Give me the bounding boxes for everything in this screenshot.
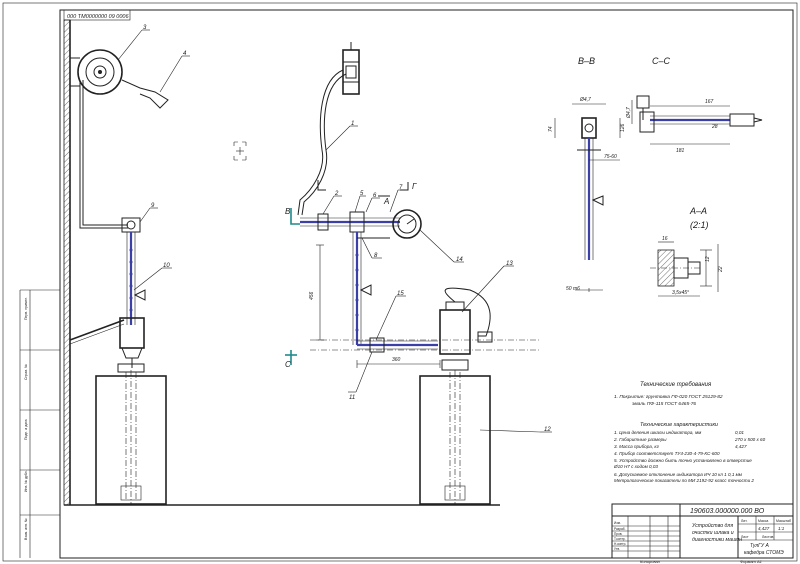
view-bb: В–В [554, 56, 621, 292]
title-row-4: Н.контр. [614, 542, 626, 546]
callout-8: 8 [374, 253, 378, 259]
tech-char-5b: Ø10 Н7 с ходом 0,03 [613, 464, 658, 469]
tech-char-3: 3. Масса прибора, кг [614, 444, 660, 449]
rotated-stamp-box [63, 9, 131, 21]
dim-cc-28: 28 [711, 124, 718, 130]
margin-label-0: Перв. примен. [24, 297, 28, 320]
section-mark-a: А [383, 197, 389, 206]
title-org2: кафедра СТОМЭ [744, 550, 784, 556]
dim-aa-16: 16 [662, 236, 668, 242]
title-row-3: Т.контр. [614, 537, 626, 541]
section-mark-c: С [285, 360, 291, 369]
inner-frame [59, 9, 794, 559]
dim-cc-4-7: Ø4,7 [626, 107, 632, 119]
title-sheets: Листов [762, 535, 774, 539]
title-sheet: Лист [741, 535, 749, 539]
callout-2: 2 [334, 191, 339, 197]
view-aa: А–А (2:1) [650, 206, 719, 297]
callouts: 3 4 9 10 1 2 5 6 7 8 14 15 11 13 12 [117, 25, 552, 433]
margin-label-3: Инв. № дубл. [24, 470, 28, 492]
callout-13: 13 [506, 261, 513, 267]
dim-aa-22: 22 [718, 266, 724, 273]
title-scale: Масштаб [776, 519, 791, 523]
callout-1: 1 [351, 121, 354, 127]
left-margin-strip [19, 289, 60, 558]
title-lit: Лит. [741, 519, 747, 523]
dim-360: 360 [392, 357, 401, 363]
crosshair-icon [233, 141, 247, 161]
dim-bb-126: 126 [620, 123, 626, 132]
dim-bb-74: 74 [548, 126, 554, 132]
tech-req-1: 1. Покрытие: грунтовка ГФ-020 ГОСТ 25129… [614, 394, 723, 400]
rotated-stamp-text: 000 ТМ0000000 09 0006 [67, 14, 129, 20]
callout-7: 7 [399, 185, 403, 191]
view-aa-scale: (2:1) [690, 220, 709, 230]
tech-char-2: 2. Габаритные размеры [613, 437, 667, 442]
title-row-2: Пров. [614, 532, 623, 536]
tech-char-2v: 270 х 500 х 60 [734, 437, 766, 442]
callout-10: 10 [163, 263, 170, 269]
title-row-1: Разраб. [614, 527, 626, 531]
callout-14: 14 [456, 257, 463, 263]
callout-4: 4 [183, 51, 187, 57]
section-mark-g: Г [412, 182, 417, 191]
callout-15: 15 [397, 291, 404, 297]
margin-label-4: Взам. инв. № [24, 518, 28, 540]
callout-5: 5 [360, 191, 364, 197]
middle-assembly [285, 42, 540, 505]
tech-notes: Технические требования 1. Покрытие: грун… [613, 382, 766, 483]
callout-6: 6 [373, 193, 377, 199]
tech-char-6: 6. Допускаемое отклонение индикатора ИЧ … [614, 472, 743, 477]
tech-char-7: Метрологические показатели по МИ 2192-92… [614, 478, 754, 483]
dim-bb-50-m6: 50 m6 [566, 286, 580, 292]
title-doc-code: 190603.000000.000 ВО [690, 508, 765, 515]
tech-req-title: Технические требования [640, 382, 712, 388]
dim-456: 456 [309, 291, 315, 300]
tech-char-1: 1. Цена деления шкалы индикатора, мм [614, 430, 702, 435]
tech-char-3v: 4,427 [735, 444, 747, 449]
callout-12: 12 [544, 427, 551, 433]
title-org1: ТулГУ А [750, 543, 769, 549]
copied-label: Копировал [640, 559, 661, 564]
dim-bb-4-7: Ø4,7 [579, 97, 591, 103]
callout-11: 11 [349, 395, 355, 401]
title-row-5: Утв. [614, 547, 620, 551]
margin-label-1: Справ. № [24, 364, 28, 380]
title-name-3: диагностики машин [692, 537, 742, 543]
dim-aa-12: 12 [705, 256, 711, 262]
title-mass-val: 4,427 [758, 526, 770, 531]
section-mark-b: В [285, 207, 291, 216]
title-scale-val: 1:1 [778, 526, 785, 531]
view-cc-label: С–С [652, 56, 671, 66]
dim-aa-35: 3,5x45° [672, 290, 689, 296]
tech-req-1b: эмаль ПФ-115 ГОСТ 6465-76 [632, 401, 696, 407]
title-name-2: очистки шлака и [692, 530, 734, 536]
title-block: 190603.000000.000 ВО Устройство для очис… [611, 503, 794, 559]
view-aa-label: А–А [689, 206, 707, 216]
tech-char-5: 5. Устройство должно быть точно установл… [614, 457, 752, 463]
margin-label-2: Подп. и дата [24, 419, 28, 440]
callout-9: 9 [151, 203, 155, 209]
title-row-0: Изм. [614, 521, 621, 525]
title-mass: Масса [758, 519, 768, 523]
title-name-1: Устройство для [692, 522, 733, 529]
tech-char-title: Технические характеристики [640, 422, 718, 428]
callout-3: 3 [143, 25, 147, 31]
view-bb-label: В–В [578, 56, 595, 66]
margin-labels: Перв. примен. Справ. № Подп. и дата Инв.… [24, 297, 28, 540]
dim-bb-75-60: 75-60 [604, 154, 617, 160]
tech-char-1v: 0,01 [735, 430, 744, 435]
tech-char-4: 4. Прибор соответствует ТУ4-230-4-79-КС-… [614, 451, 720, 456]
dim-cc-181: 181 [676, 148, 685, 154]
left-assembly [63, 19, 500, 506]
view-cc: С–С [631, 56, 763, 145]
format-label: Формат А1 [740, 559, 762, 564]
dim-cc-167: 167 [705, 99, 714, 105]
